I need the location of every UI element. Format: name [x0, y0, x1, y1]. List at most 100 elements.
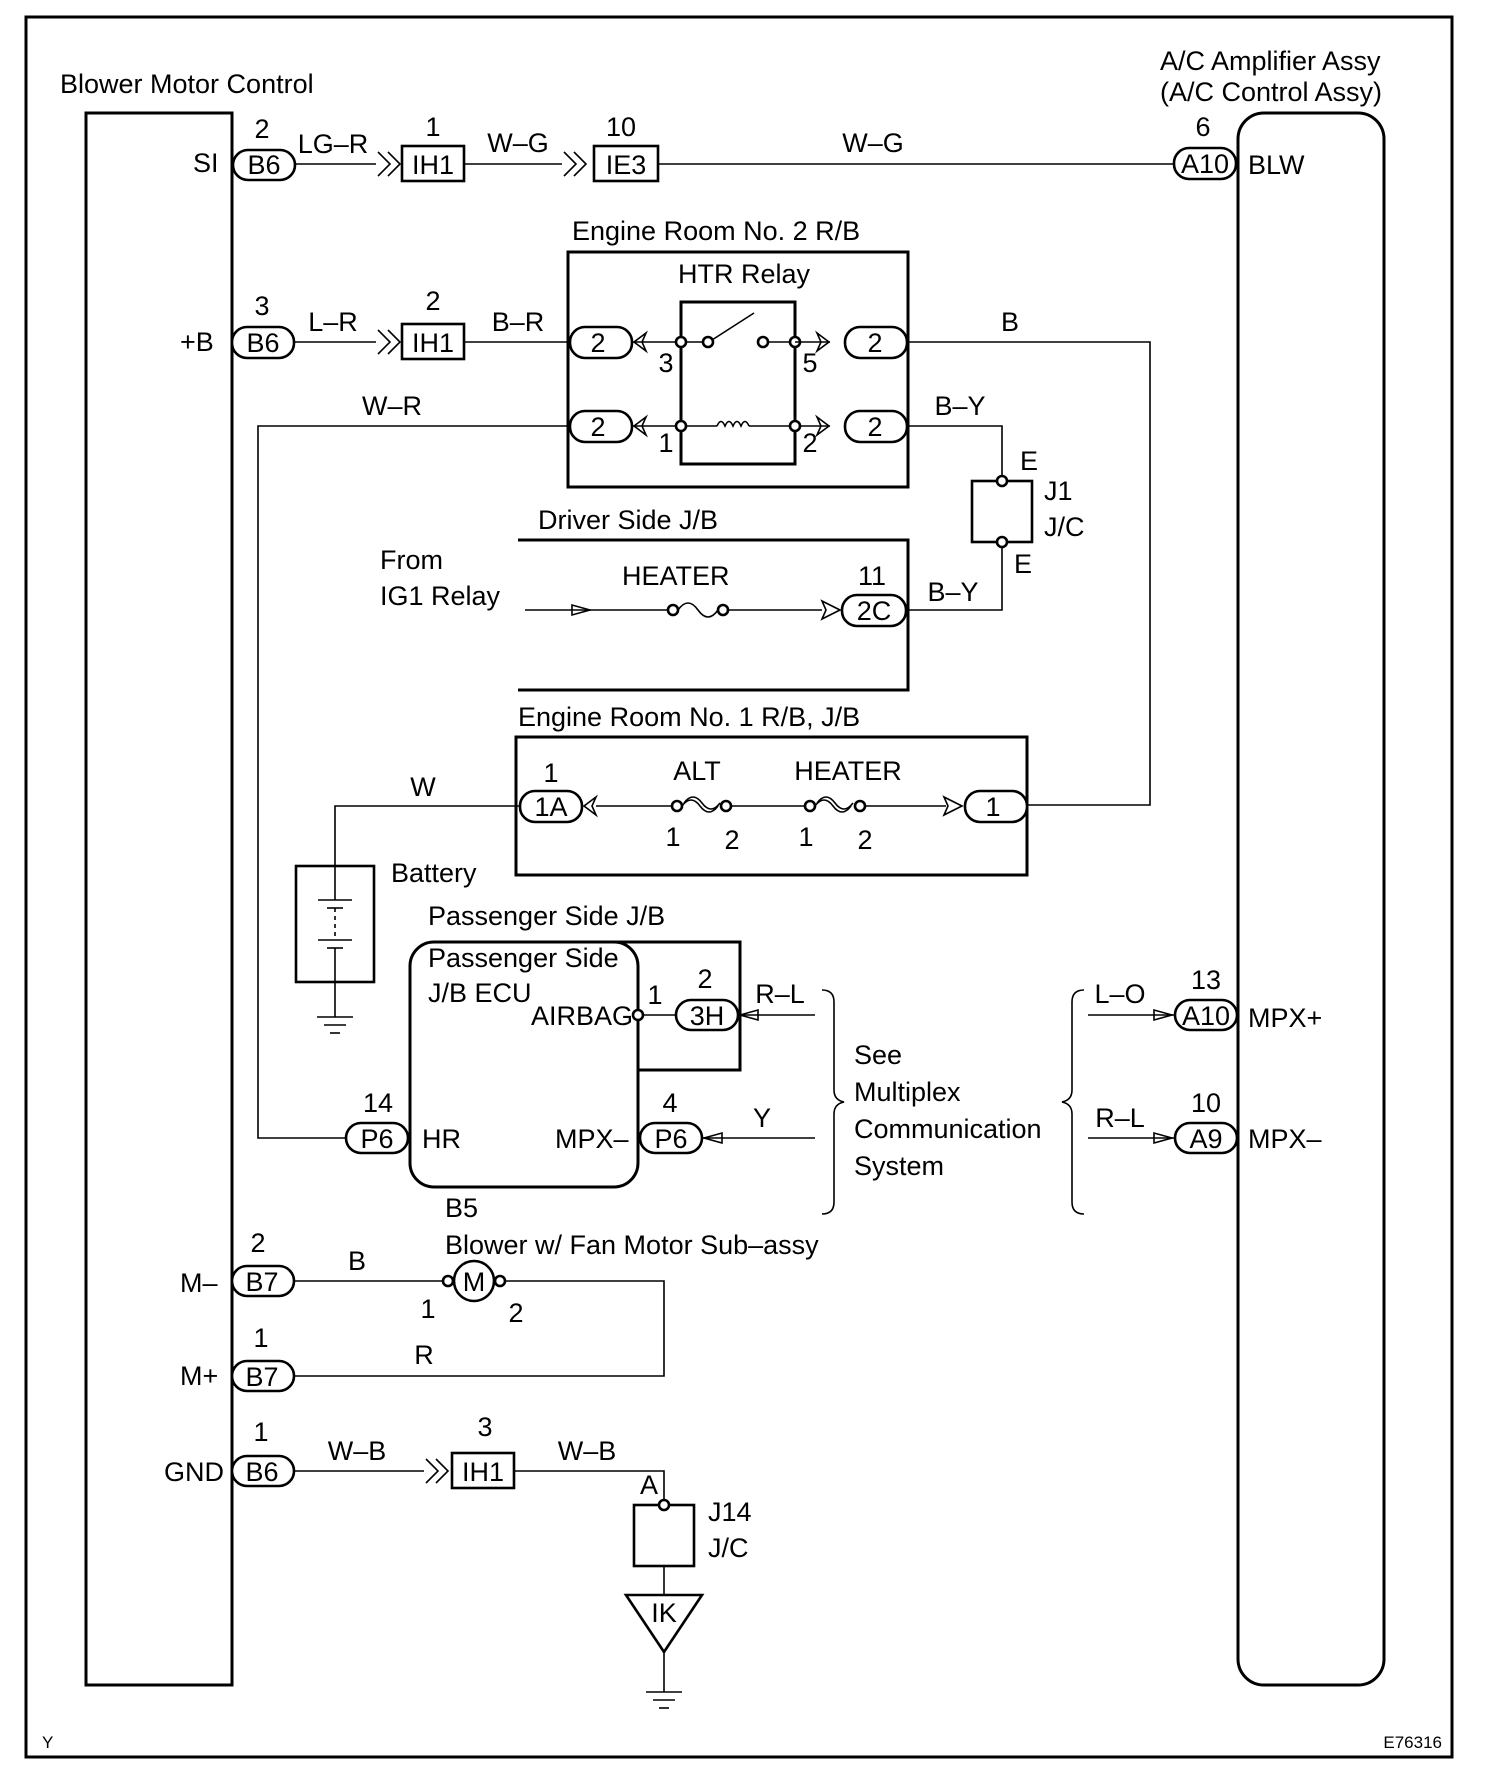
relay-coil-icon [716, 420, 750, 428]
passenger-ecu-label-1: Passenger Side [428, 943, 619, 973]
pin-a9-mpx: 10 [1191, 1088, 1221, 1118]
figure-code: E76316 [1383, 1733, 1442, 1752]
left-brace [821, 989, 845, 1215]
connector-ih1-b [400, 322, 466, 361]
passenger-jb-box [600, 940, 742, 1072]
wire-w-r: W–R [362, 391, 422, 421]
connector-a10-blw-code: A10 [1181, 149, 1229, 179]
connector-ih1-si-code: IH1 [412, 150, 454, 180]
ig1-relay-label: IG1 Relay [380, 581, 501, 611]
motor-symbol: M [463, 1267, 486, 1297]
see-label-4: System [854, 1151, 944, 1181]
pin-a10-blw: 6 [1195, 112, 1210, 142]
er2-connector-out-bot-code: 2 [867, 412, 882, 442]
wire-l-r: L–R [308, 307, 358, 337]
j14-label: J14 [708, 1497, 752, 1527]
htr-relay-label: HTR Relay [678, 259, 811, 289]
blower-motor-control-box [84, 111, 234, 1687]
pin-p6-mpx: 4 [662, 1088, 677, 1118]
b5-label: B5 [445, 1193, 478, 1223]
connector-a10-mpx-code: A10 [1182, 1001, 1230, 1031]
terminal-m-minus: M– [180, 1268, 218, 1298]
wire-b-out: B [1001, 307, 1019, 337]
j14-pin-a: A [640, 1470, 658, 1500]
see-label-2: Multiplex [854, 1077, 961, 1107]
connector-b7-m-minus-code: B7 [245, 1267, 278, 1297]
driver-jb-box [518, 538, 910, 692]
see-label-3: Communication [854, 1114, 1042, 1144]
wire-m-r: R [414, 1340, 434, 1370]
connector-2c [840, 593, 908, 628]
heater-fuse-label: HEATER [622, 561, 730, 591]
j1-pin-e-top: E [1020, 446, 1038, 476]
wire-b-y-1: B–Y [934, 391, 985, 421]
ac-amplifier-label-2: (A/C Control Assy) [1160, 77, 1382, 107]
pin-1a: 1 [543, 758, 558, 788]
pin-2c: 11 [858, 561, 886, 591]
airbag-label: AIRBAG [531, 1001, 633, 1031]
terminal-gnd: GND [164, 1457, 224, 1487]
connector-a9-mpx [1173, 1121, 1239, 1155]
alt-pin-1: 1 [665, 822, 680, 852]
wire-w: W [410, 772, 436, 802]
relay-pin-2: 2 [802, 428, 817, 458]
wire-b-r: B–R [492, 307, 545, 337]
ik-label: IK [651, 1598, 677, 1628]
passenger-jb-ecu-box [408, 940, 640, 1189]
pin-b7-m-minus: 2 [250, 1228, 265, 1258]
connector-p6-mpx-code: P6 [654, 1124, 687, 1154]
from-label: From [380, 545, 443, 575]
connector-3h-code: 3H [690, 1001, 725, 1031]
wire-m-b: B [348, 1246, 366, 1276]
j1-label: J1 [1044, 476, 1073, 506]
connector-2c-code: 2C [857, 596, 892, 626]
er2-connector-in-top-code: 2 [590, 328, 605, 358]
airbag-pin-1: 1 [647, 980, 662, 1010]
pin-ih1-b: 2 [425, 286, 440, 316]
pin-b7-m-plus: 1 [253, 1323, 268, 1353]
alt-fuse-icon [681, 799, 719, 813]
j1-pin-e-bot: E [1014, 549, 1032, 579]
pin-p6-hr: 14 [363, 1088, 393, 1118]
junction-j14 [632, 1503, 696, 1568]
connector-b6-si-code: B6 [247, 150, 280, 180]
ac-amplifier-box [1236, 111, 1386, 1687]
relay-pin-3: 3 [658, 348, 673, 378]
wire-w-g-1: W–G [487, 128, 549, 158]
mpx-minus-ecu-label: MPX– [555, 1124, 629, 1154]
pin-b6-b: 3 [254, 291, 269, 321]
connector-ih1-gnd [450, 1451, 516, 1490]
blower-motor-control-label: Blower Motor Control [60, 69, 314, 99]
motor-pin-2: 2 [508, 1298, 523, 1328]
connector-ih1-gnd-code: IH1 [462, 1457, 504, 1487]
wire-lg-r: LG–R [298, 129, 369, 159]
terminal-mpx-minus: MPX– [1248, 1124, 1322, 1154]
heater-fuse-icon [677, 602, 719, 618]
relay-switch [711, 312, 755, 341]
htr-pin-2: 2 [857, 825, 872, 855]
heater-fuse2-icon [814, 799, 852, 813]
pin-ie3: 10 [606, 112, 636, 142]
terminal-si: SI [193, 148, 219, 178]
wire-l-o: L–O [1094, 979, 1145, 1009]
connector-ih1-b-code: IH1 [412, 328, 454, 358]
htr-pin-1: 1 [798, 822, 813, 852]
junction-j1 [970, 479, 1034, 544]
hr-label: HR [422, 1124, 461, 1154]
connector-b6-b-code: B6 [246, 328, 279, 358]
wire-r-l-2: R–L [1095, 1103, 1145, 1133]
wire-w-g-2: W–G [842, 128, 904, 158]
connector-ie3-code: IE3 [606, 150, 647, 180]
right-brace [1061, 989, 1085, 1215]
htr-relay-box [679, 300, 797, 466]
heater-fuse2-label: HEATER [794, 756, 902, 786]
connector-a9-mpx-code: A9 [1189, 1124, 1222, 1154]
diagram-frame [24, 15, 1454, 1759]
connector-p6-hr [344, 1121, 410, 1155]
engine-room-2-label: Engine Room No. 2 R/B [572, 216, 860, 246]
battery-label: Battery [391, 858, 477, 888]
terminal-blw: BLW [1248, 150, 1305, 180]
connector-a10-blw [1172, 146, 1238, 181]
engine-room-2-box [566, 250, 910, 489]
